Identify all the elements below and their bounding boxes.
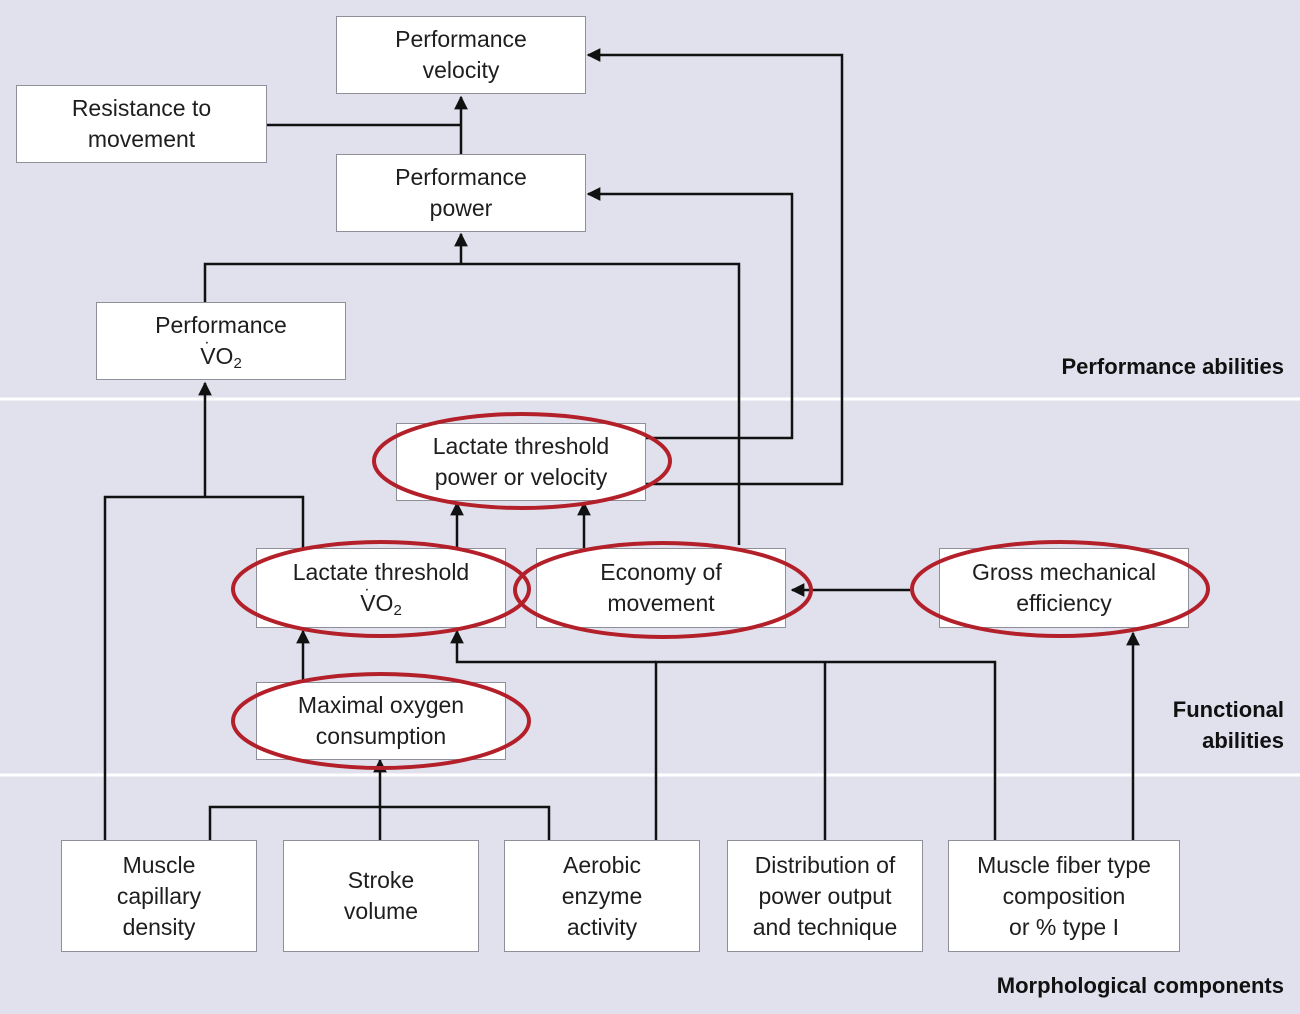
node-lt-power-line2: power or velocity [434,464,608,490]
node-vo2max-line1: Maximal oxygen [297,692,465,718]
node-muscle-fiber-type: Muscle fiber type composition or % type … [948,840,1180,952]
node-vo2max-line2: consumption [315,723,447,749]
node-enzyme-line1: Aerobic [563,851,641,878]
node-lt-power-line1: Lactate threshold [432,433,610,459]
vo2-dot-icon: · [364,581,370,598]
node-stroke-line1: Stroke [347,867,415,893]
node-muscle-capillary-density: Muscle capillary density [61,840,257,952]
connector-vo2-economy-bus [203,262,741,545]
zone-label-morphological-components: Morphological components [996,973,1284,998]
node-lt-vo2-symbol: ·VO2 [360,581,402,619]
node-performance-power-line1: Performance [395,164,527,190]
node-performance-power: Performance power [336,154,586,232]
node-lt-vo2-line1: Lactate threshold [292,559,470,585]
node-distribution-power-output: Distribution of power output and techniq… [727,840,923,952]
node-capillary-line3: density [122,913,196,940]
node-capillary-line2: capillary [116,882,202,909]
node-resistance-line1: Resistance to [71,95,212,121]
zone-label-functional-abilities: Functional abilities [1172,697,1284,753]
node-economy-line2: movement [607,590,715,616]
node-distribution-line2: power output [758,882,892,909]
node-aerobic-enzyme-activity: Aerobic enzyme activity [504,840,700,952]
node-lactate-threshold-power: Lactate threshold power or velocity [396,423,646,501]
node-economy-line1: Economy of [600,559,722,585]
node-gross-mechanical-efficiency: Gross mechanical efficiency [939,548,1189,628]
node-fiber-line3: or % type I [1009,913,1119,940]
node-enzyme-line3: activity [566,913,638,940]
node-efficiency-line2: efficiency [1016,590,1112,616]
connector-lt-power-to-performance-velocity [586,48,844,486]
node-performance-vo2: Performance ·VO2 [96,302,346,380]
connector-lt-power-to-performance-power [586,187,794,440]
node-resistance-to-movement: Resistance to movement [16,85,267,163]
node-maximal-oxygen-consumption: Maximal oxygen consumption [256,682,506,760]
connector-bus-to-lt-vo2 [450,629,656,664]
node-economy-of-movement: Economy of movement [536,548,786,628]
node-capillary-line1: Muscle [122,851,196,878]
node-performance-velocity-line1: Performance [395,26,527,52]
node-performance-velocity-line2: velocity [422,57,500,83]
node-performance-power-line2: power [429,195,493,221]
node-enzyme-line2: enzyme [561,882,643,909]
node-stroke-volume: Stroke volume [283,840,479,952]
node-efficiency-line1: Gross mechanical [971,559,1157,585]
node-performance-vo2-line1: Performance [155,312,287,338]
node-fiber-line2: composition [1002,882,1126,909]
node-distribution-line1: Distribution of [754,851,896,878]
node-distribution-line3: and technique [752,913,898,940]
node-fiber-line1: Muscle fiber type [977,851,1151,878]
vo2-dot-icon: · [204,334,210,351]
zone-label-performance-abilities: Performance abilities [1061,354,1284,379]
node-resistance-line2: movement [87,126,196,152]
node-stroke-line2: volume [343,898,419,924]
node-performance-velocity: Performance velocity [336,16,586,94]
node-performance-vo2-symbol: ·VO2 [200,334,242,372]
node-lactate-threshold-vo2: Lactate threshold ·VO2 [256,548,506,628]
